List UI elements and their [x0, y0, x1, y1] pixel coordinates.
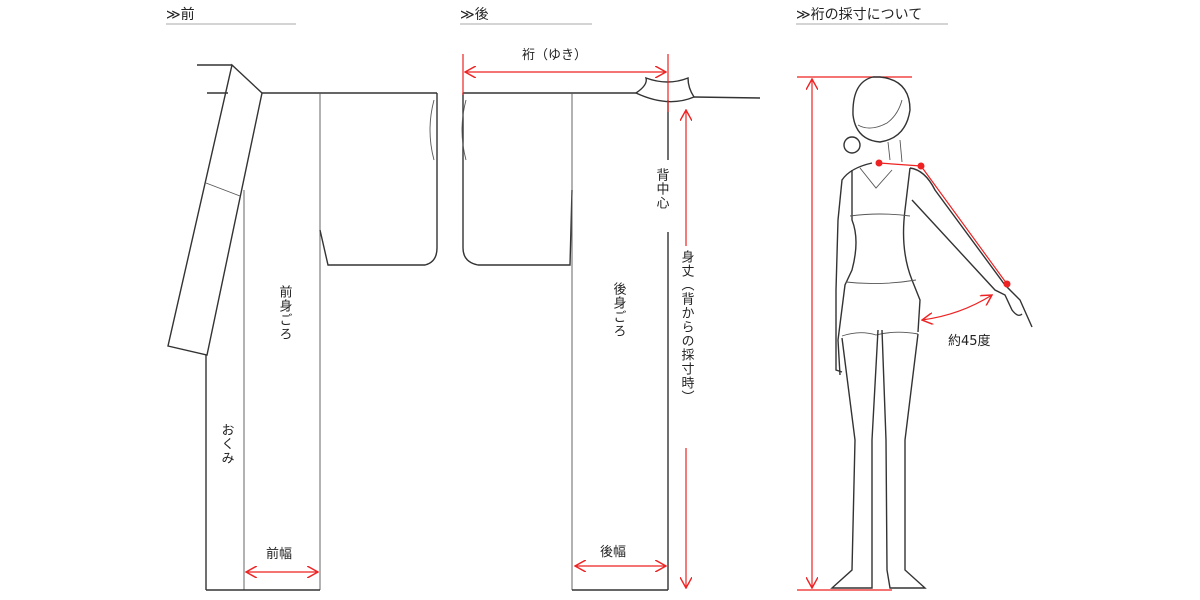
label-sechushin: 背中心 — [654, 168, 670, 210]
human-figure: 約45度 — [797, 76, 1033, 591]
label-ushirohaba: 後幅 — [600, 545, 626, 560]
measure-dot-wrist — [1003, 280, 1011, 288]
label-mitake: 身丈（背からの採寸時） — [679, 249, 695, 404]
header-front: ≫前 — [166, 6, 296, 25]
headers-front: ≫前 — [166, 6, 195, 23]
measure-dot-neck — [875, 159, 883, 167]
headers-yuki_measure: ≫裄の採寸について — [796, 7, 922, 23]
header-yuki-measure: ≫裄の採寸について — [796, 7, 948, 25]
label-okumi: おくみ — [219, 423, 234, 465]
label-mae-migoro: 前身ごろ — [277, 284, 293, 341]
front-kimono: 前身ごろ おくみ 前幅 — [167, 63, 438, 591]
headers-back: ≫後 — [460, 7, 489, 23]
label-maehaba: 前幅 — [266, 546, 292, 562]
label-angle: 約45度 — [948, 333, 991, 349]
label-ushiro-migoro: 後身ごろ — [611, 282, 627, 338]
back-kimono: 背中心 後身ごろ 後幅 裄（ゆき） 身丈（背からの採寸時） — [461, 48, 761, 591]
header-back: ≫後 — [460, 7, 592, 25]
label-yuki: 裄（ゆき） — [522, 48, 587, 63]
measure-dot-shoulder — [917, 162, 925, 170]
